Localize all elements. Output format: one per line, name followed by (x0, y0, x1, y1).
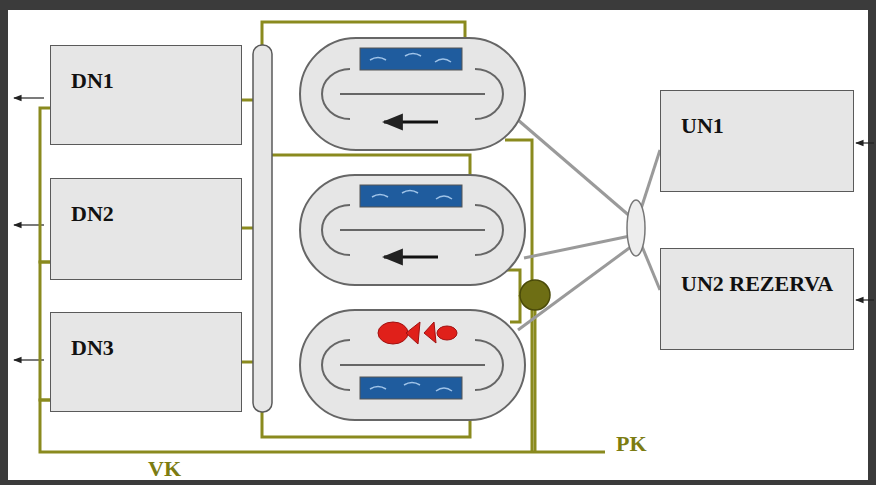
pipe-label: PK (616, 432, 647, 456)
box-label: DN2 (71, 199, 225, 229)
process-box: DN2 (50, 178, 242, 280)
collector-pipe (40, 108, 50, 262)
tank (300, 310, 525, 420)
tank (300, 175, 525, 285)
water-pipes (40, 22, 605, 452)
box-label: UN2 REZERVA (681, 269, 835, 299)
drain-lines (518, 120, 660, 330)
collector (627, 200, 645, 256)
collector-pipe (40, 262, 50, 400)
process-box: DN3 (50, 312, 242, 412)
box-label: DN1 (71, 66, 225, 96)
manifold (253, 45, 272, 412)
pump-box: UN2 REZERVA (660, 248, 854, 350)
process-box: DN1 (50, 45, 242, 145)
box-label: UN1 (681, 111, 835, 141)
pipe-label: VK (148, 457, 181, 481)
pump-box: UN1 (660, 90, 854, 192)
tank (300, 38, 525, 150)
fish (378, 322, 457, 344)
panel (8, 10, 868, 480)
junction (520, 280, 550, 310)
box-label: DN3 (71, 333, 225, 363)
